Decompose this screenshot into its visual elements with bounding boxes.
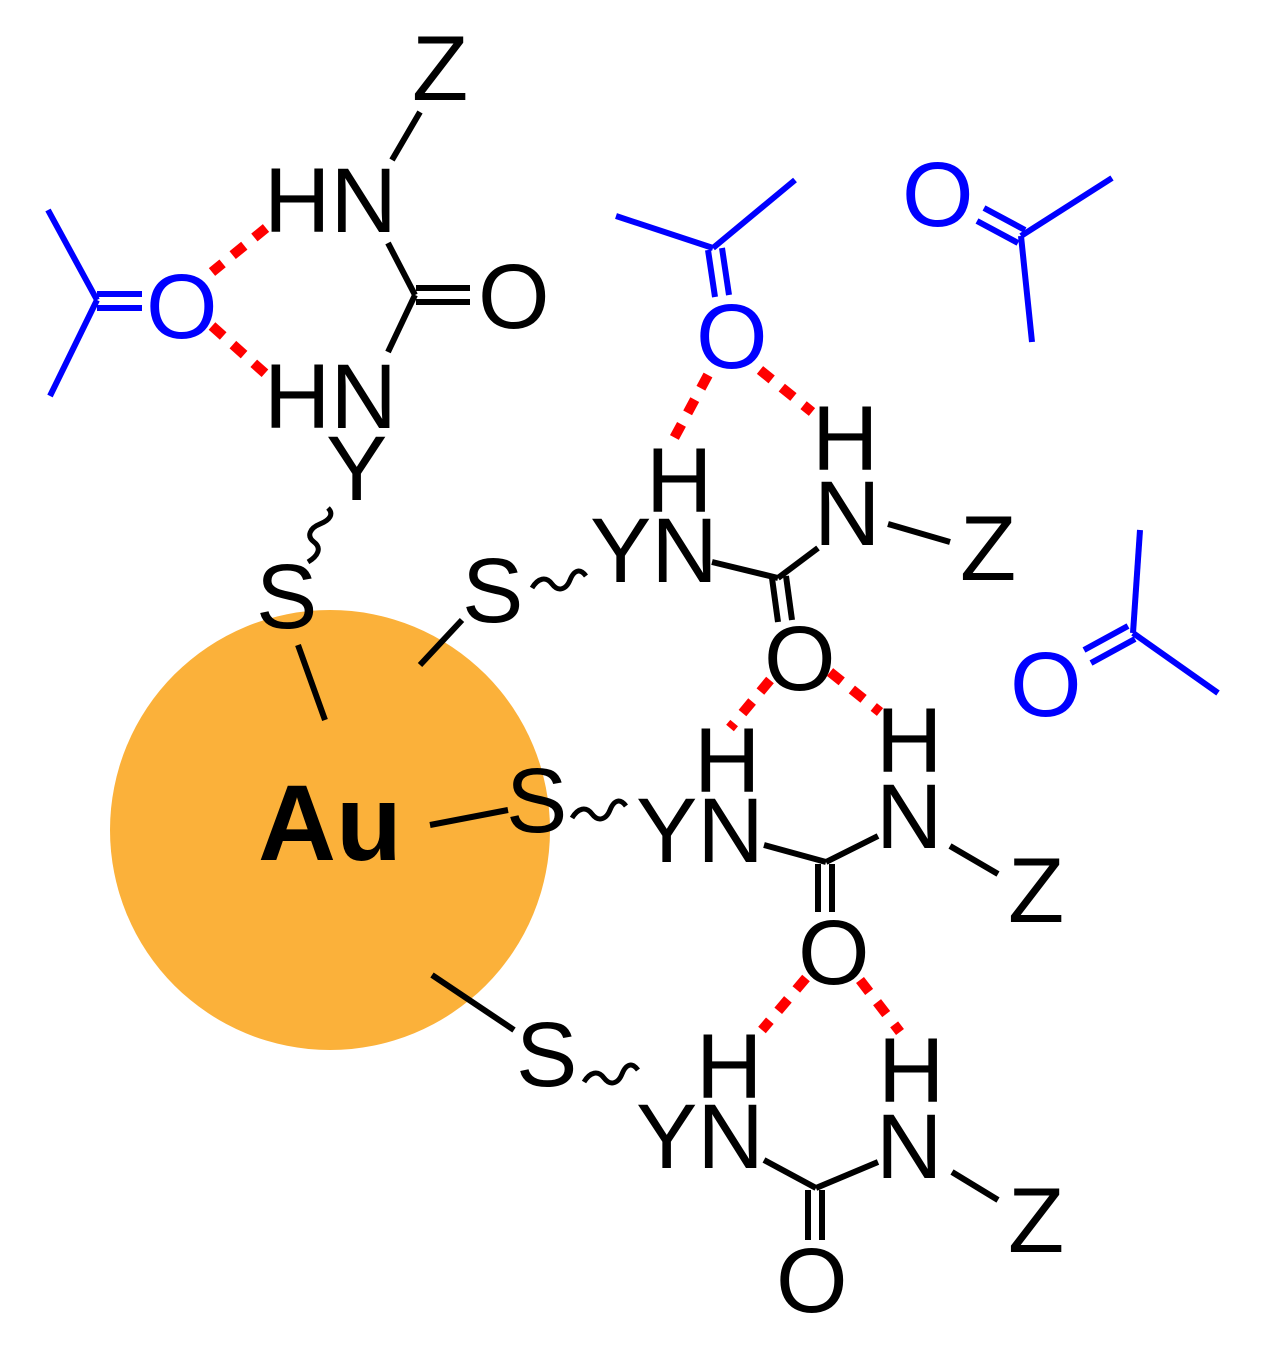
acetone-2-me-b <box>711 177 797 251</box>
n-z-bond-2 <box>887 521 951 545</box>
c-o-double-2a <box>769 577 781 623</box>
hbond-4a <box>758 974 810 1034</box>
h-label-4a: H <box>696 1016 762 1118</box>
c-n-bond-4b <box>814 1159 880 1191</box>
acetone-3-dbl-a <box>982 205 1027 233</box>
acetone-1-me-b <box>47 298 100 398</box>
c-n-bond-2b <box>776 545 820 581</box>
yn-label-4: YN <box>636 1086 764 1188</box>
wavy-linker-1 <box>306 506 334 565</box>
c-o-double-2b <box>783 575 795 621</box>
z-label-2: Z <box>960 498 1016 600</box>
acetone-o-label-1: O <box>146 256 218 358</box>
wavy-linker-2 <box>529 568 588 592</box>
h-label-4b: H <box>878 1020 944 1122</box>
sulfur-label-4: S <box>516 1004 577 1106</box>
acetone-2-me-a <box>615 213 714 251</box>
n-label-3: N <box>876 766 942 868</box>
h-label-3a: H <box>694 710 760 812</box>
acetone-1-me-a <box>45 208 100 302</box>
hbond-4b <box>856 976 904 1036</box>
n-c-bond-4a <box>762 1157 818 1191</box>
acetone-3: O <box>902 144 1114 343</box>
ligand-4: S YN H O H N Z <box>430 972 1064 1332</box>
z-label-1: Z <box>412 18 468 120</box>
au-s-bond-4 <box>430 972 516 1033</box>
au-s-bond-2 <box>417 617 465 668</box>
sulfur-label-3: S <box>506 750 567 852</box>
acetone-4-me-b <box>1131 630 1220 696</box>
h-label-3b: H <box>876 690 942 792</box>
acetone-4-me-a <box>1130 529 1143 634</box>
hbond-2a <box>667 372 713 445</box>
hbond-2b <box>756 366 816 416</box>
hbond-3b <box>826 668 884 716</box>
acetone-o-label-3: O <box>902 144 974 246</box>
acetone-4: O <box>1010 529 1220 736</box>
c-n-bond-1b <box>385 241 418 297</box>
n-c-bond-3a <box>763 842 827 865</box>
hn-label-lower-1: HN <box>264 346 397 448</box>
ligand-2: S YN H O H N Z <box>417 388 1016 710</box>
yn-label-3: YN <box>636 780 764 882</box>
hbond-3a <box>726 676 774 732</box>
h-label-2b: H <box>812 388 878 490</box>
acetone-2-dbl-a <box>705 249 718 298</box>
carbonyl-o-label-1: O <box>478 246 550 348</box>
sulfur-label-1: S <box>256 546 317 648</box>
ligand-3: S YN H O H N Z <box>429 690 1064 1004</box>
au-s-bond-3 <box>429 807 509 828</box>
n-z-bond-4 <box>950 1169 1000 1203</box>
n-c-bond-1a <box>385 293 418 354</box>
acetone-2: O <box>615 177 797 388</box>
acetone-3-dbl-b <box>975 218 1020 246</box>
acetone-2-dbl-b <box>719 247 732 296</box>
z-label-3: Z <box>1008 840 1064 942</box>
sulfur-label-2: S <box>462 540 523 642</box>
carbonyl-o-label-4: O <box>776 1230 848 1332</box>
acetone-3-me-a <box>1019 175 1114 239</box>
hbond-1a <box>208 224 270 276</box>
au-s-bond-1 <box>295 643 328 722</box>
yn-label-2: YN <box>590 500 718 602</box>
carbonyl-o-label-3: O <box>798 902 870 1004</box>
n-label-2: N <box>814 463 880 565</box>
n-c-bond-2a <box>711 559 779 581</box>
acetone-o-label-4: O <box>1010 634 1082 736</box>
n-label-4: N <box>876 1096 942 1198</box>
h-label-2a: H <box>646 430 712 532</box>
acetone-3-me-b <box>1018 235 1035 343</box>
wavy-linker-4 <box>581 1062 640 1086</box>
n-z-bond-3 <box>948 843 1000 877</box>
acetone-1: O <box>45 208 218 398</box>
acetone-o-label-2: O <box>696 286 768 388</box>
hbond-1b <box>208 322 272 380</box>
carbonyl-o-label-2: O <box>764 608 836 710</box>
hn-label-upper-1: HN <box>264 150 397 252</box>
z-label-4: Z <box>1008 1170 1064 1272</box>
acetone-4-dbl-b <box>1089 636 1137 666</box>
c-n-bond-3b <box>824 833 880 865</box>
wavy-linker-3 <box>569 798 628 822</box>
acetone-4-dbl-a <box>1082 623 1130 653</box>
au-label: Au <box>258 762 402 883</box>
gold-nanoparticle <box>110 610 550 1050</box>
n-z-bond-1 <box>389 110 423 162</box>
y-label-1: Y <box>326 418 387 520</box>
ligand-1: S Y HN O HN Z <box>256 18 550 722</box>
